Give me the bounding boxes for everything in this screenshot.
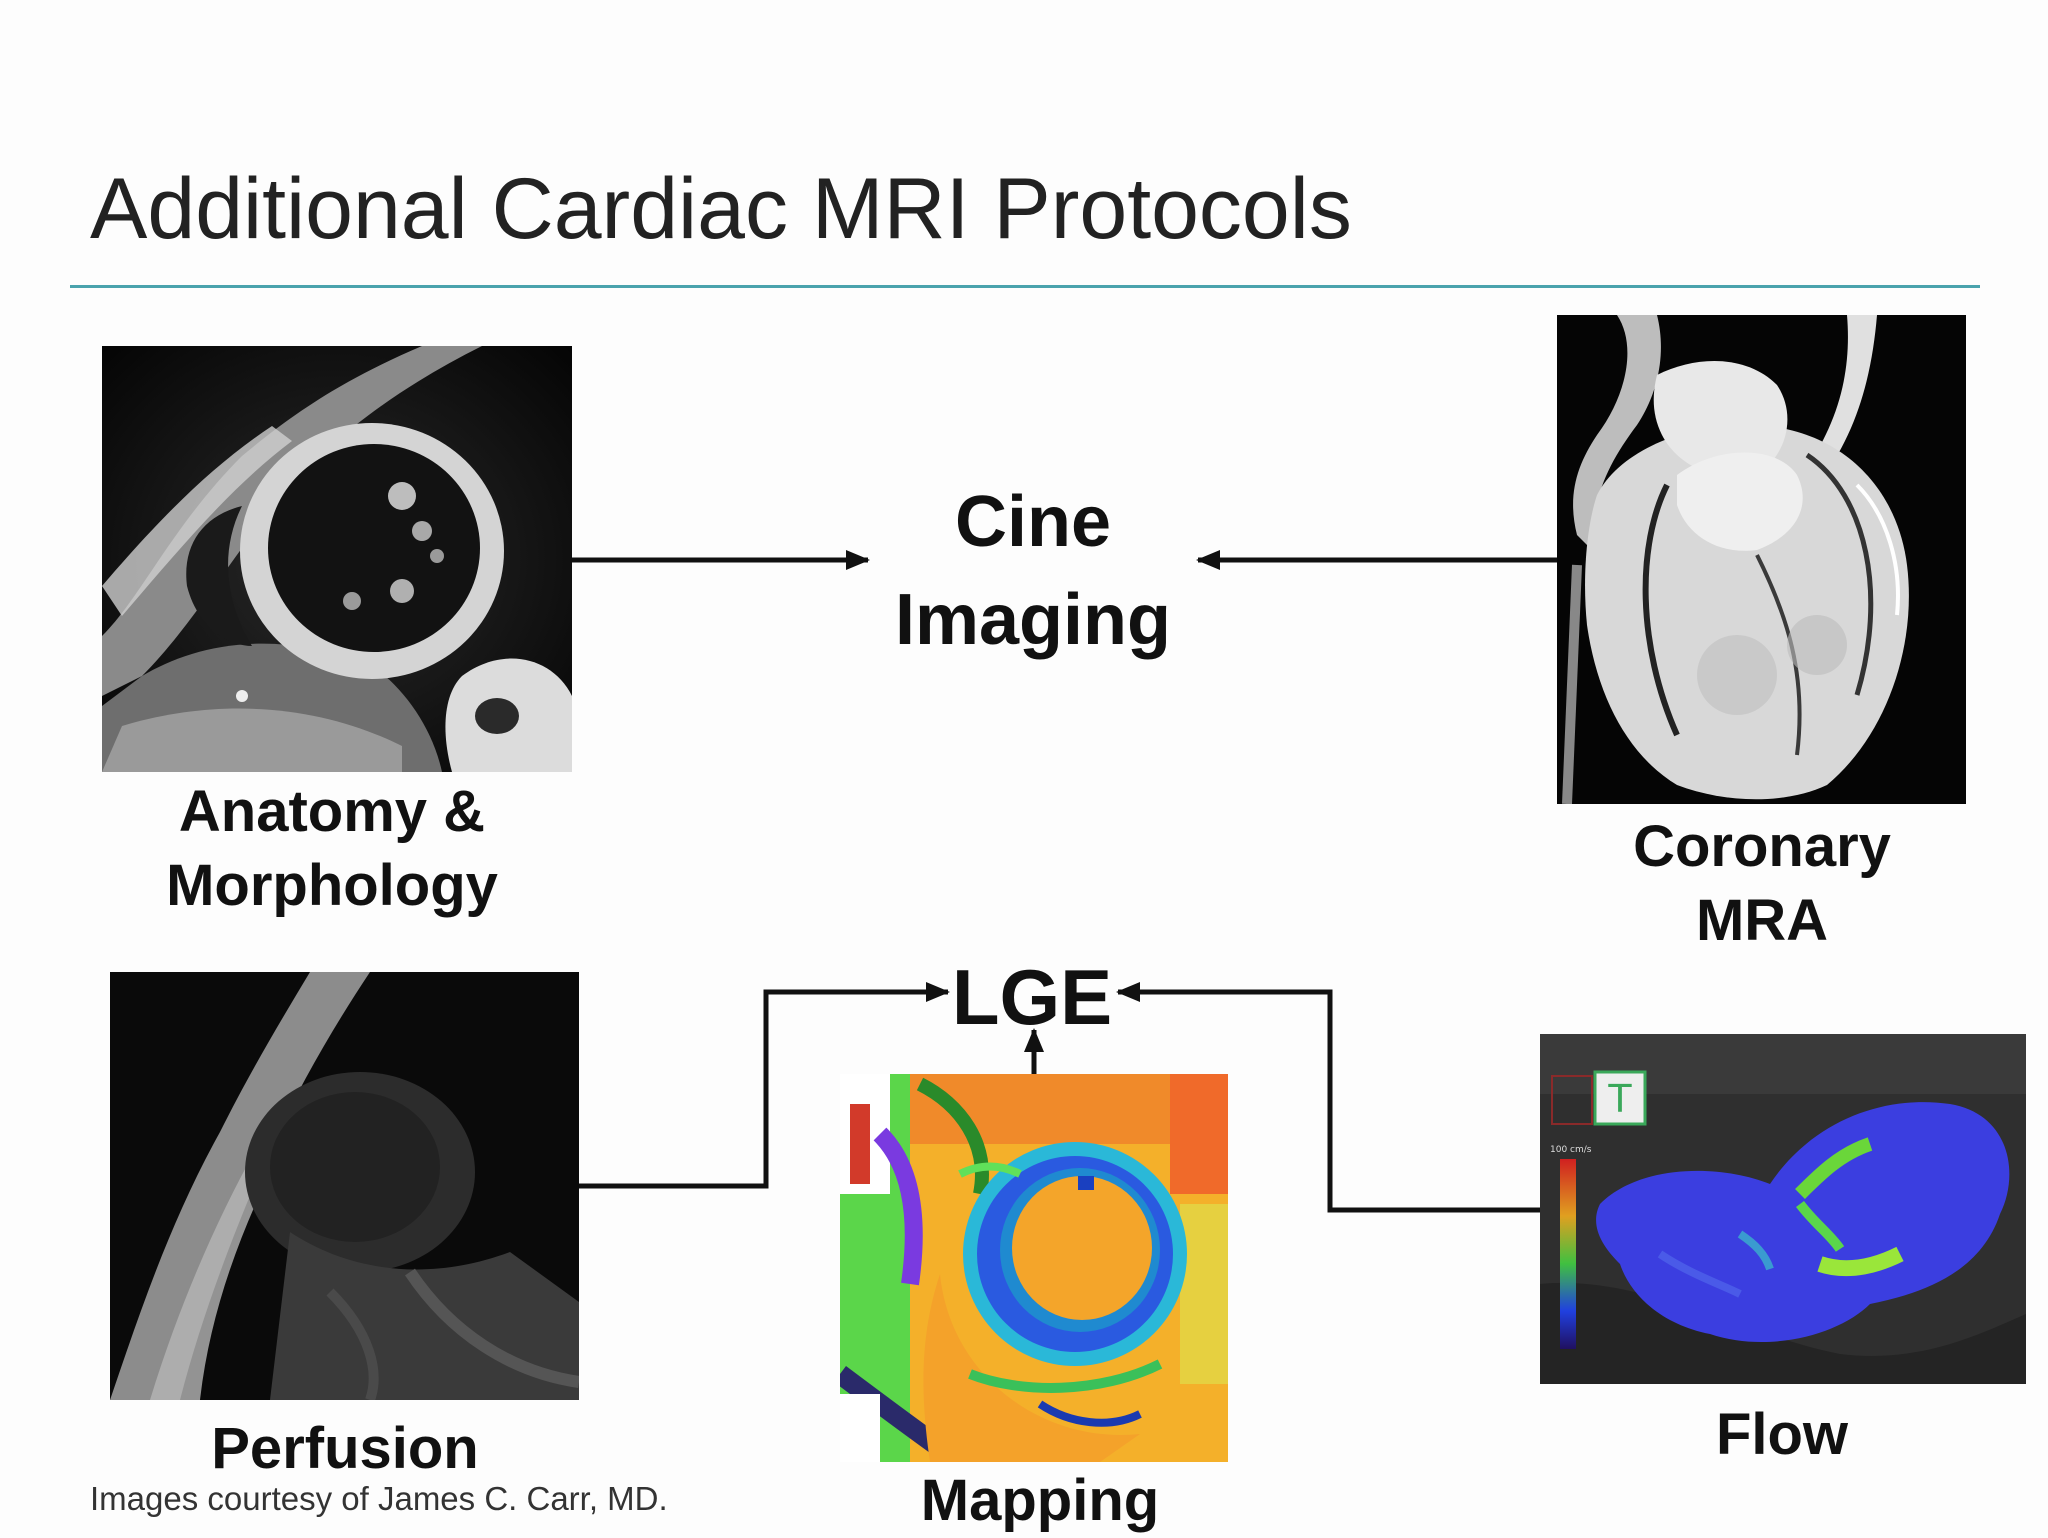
cine-label: Cine Imaging (833, 473, 1233, 669)
anatomy-image (102, 346, 572, 772)
flow-color-scale (1560, 1159, 1576, 1349)
title-underline (70, 285, 1980, 288)
perfusion-image (110, 972, 579, 1400)
lge-label-text: LGE (951, 953, 1113, 1041)
lge-label: LGE (932, 952, 1132, 1042)
anatomy-label-text: Anatomy & Morphology (166, 779, 498, 918)
mapping-label-text: Mapping (920, 1468, 1160, 1533)
coronary-label: Coronary MRA (1562, 810, 1962, 958)
perfusion-label: Perfusion (145, 1412, 545, 1486)
flow-label-text: Flow (1715, 1402, 1849, 1467)
perfusion-image-graphic (110, 972, 579, 1400)
coronary-image-graphic (1557, 315, 1966, 804)
mapping-label: Mapping (840, 1464, 1240, 1538)
coronary-image (1557, 315, 1966, 804)
image-credit: Images courtesy of James C. Carr, MD. (90, 1480, 668, 1517)
flow-image-graphic: T 100 cm/s (1540, 1034, 2026, 1384)
coronary-label-text: Coronary MRA (1633, 814, 1891, 953)
flow-image: T 100 cm/s (1540, 1034, 2026, 1384)
cine-label-text: Cine Imaging (894, 482, 1171, 660)
flow-label: Flow (1582, 1398, 1982, 1472)
mapping-image-graphic (840, 1074, 1228, 1462)
flow-overlay-letter: T (1607, 1077, 1632, 1121)
slide-title: Additional Cardiac MRI Protocols (90, 161, 1352, 257)
flow-scale-label: 100 cm/s (1550, 1145, 1592, 1155)
anatomy-image-graphic (102, 346, 572, 772)
anatomy-label: Anatomy & Morphology (132, 775, 532, 923)
perfusion-label-text: Perfusion (211, 1416, 479, 1481)
mapping-image (840, 1074, 1228, 1462)
